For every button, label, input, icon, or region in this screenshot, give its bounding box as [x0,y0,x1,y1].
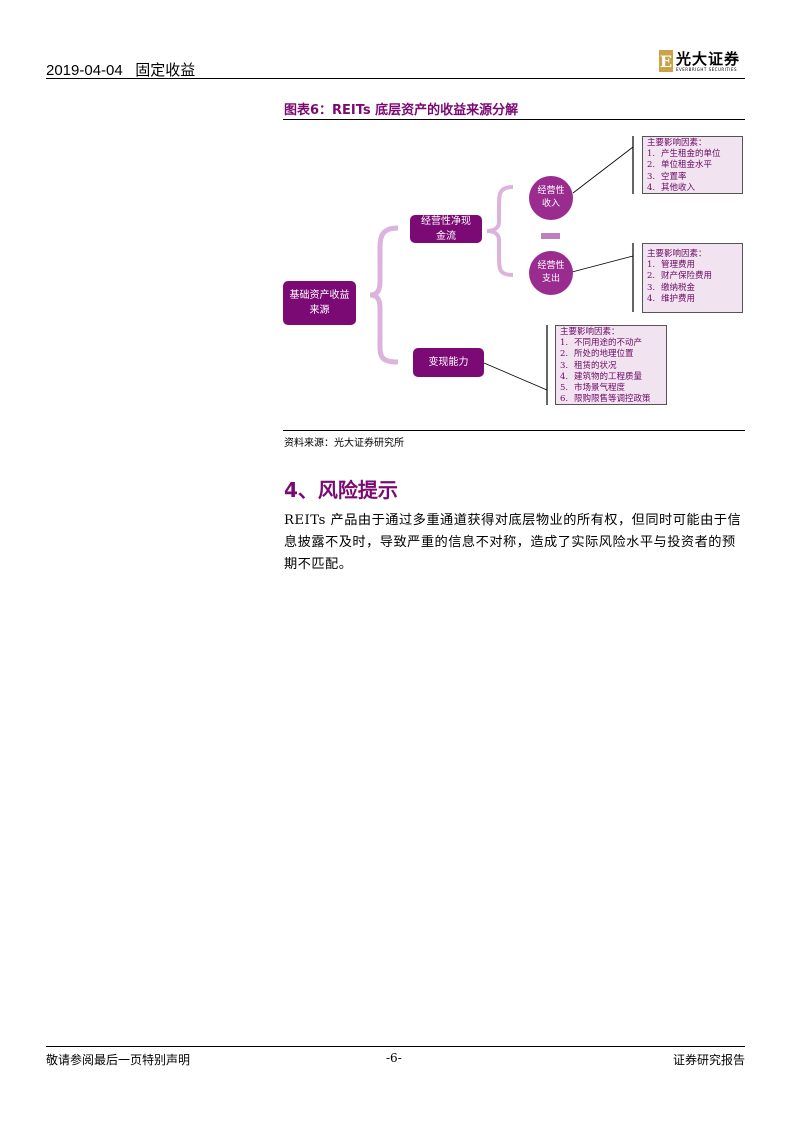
header-date: 2019-04-04 [46,62,123,79]
page-number: -6- [386,1051,402,1065]
logo-cn: 光大证券 [676,49,741,68]
income-factors-box: 主要影响因素： 1.产生租金的单位 2.单位租金水平 3.空置率 4.其他收入 [642,136,743,194]
footer-divider [46,1046,745,1047]
connector-realization [483,362,548,391]
connector-expense [571,255,634,273]
caption-divider [283,119,745,120]
header-title: 2019-04-04 固定收益 [46,59,195,80]
factors-title: 主要影响因素： [647,249,707,259]
factor-item: 4.其他收入 [647,182,696,193]
root-node: 基础资产收益来源 [283,281,356,325]
factor-item: 2.财产保险费用 [647,271,713,282]
factor-item: 3.缴纳税金 [647,282,696,293]
realization-node: 变现能力 [413,348,484,377]
income-node: 经营性收入 [529,176,573,220]
realization-factors-box: 主要影响因素： 1.不同用途的不动产 2.所处的地理位置 3.租赁的状况 4.建… [555,325,667,405]
header-divider [46,78,745,79]
footer-report-type: 证券研究报告 [672,1053,745,1067]
factors-title: 主要影响因素： [560,327,620,337]
factor-item: 4.维护费用 [647,293,696,304]
factors-title: 主要影响因素： [647,138,707,148]
logo-en: EVERBRIGHT SECURITIES [676,66,738,72]
minus-sign [541,233,560,239]
figure-caption: 图表6：REITs 底层资产的收益来源分解 [284,103,519,118]
factor-item: 1.不同用途的不动产 [560,338,643,349]
factor-item: 5.市场景气程度 [560,383,626,394]
factor-item: 2.所处的地理位置 [560,349,634,360]
factor-item: 3.租赁的状况 [560,360,617,371]
source-divider [283,430,745,431]
footer-disclaimer: 敬请参阅最后一页特别声明 [46,1053,191,1067]
logo-mark-icon: E [659,50,673,72]
factor-item: 4.建筑物的工程质量 [560,371,643,382]
expense-node: 经营性支出 [529,251,573,295]
factor-item: 1.管理费用 [647,260,696,271]
section-body: REITs 产品由于通过多重通道获得对底层物业的所有权，但同时可能由于信息披露不… [284,513,742,572]
factor-item: 6.限购限售等调控政策 [560,394,651,405]
connector-income [572,146,634,194]
factor-item: 3.空置率 [647,171,687,182]
header-category: 固定收益 [135,62,196,79]
factor-item: 1.产生租金的单位 [647,149,721,160]
small-brace [486,185,514,277]
expense-factors-box: 主要影响因素： 1.管理费用 2.财产保险费用 3.缴纳税金 4.维护费用 [642,243,743,313]
factor-item: 2.单位租金水平 [647,160,713,171]
big-brace [369,225,399,365]
section-heading: 4、风险提示 [284,478,398,502]
net-cash-node: 经营性净现金流 [410,215,482,243]
diagram-connectors [369,136,634,405]
figure-source: 资料来源：光大证券研究所 [284,438,404,449]
